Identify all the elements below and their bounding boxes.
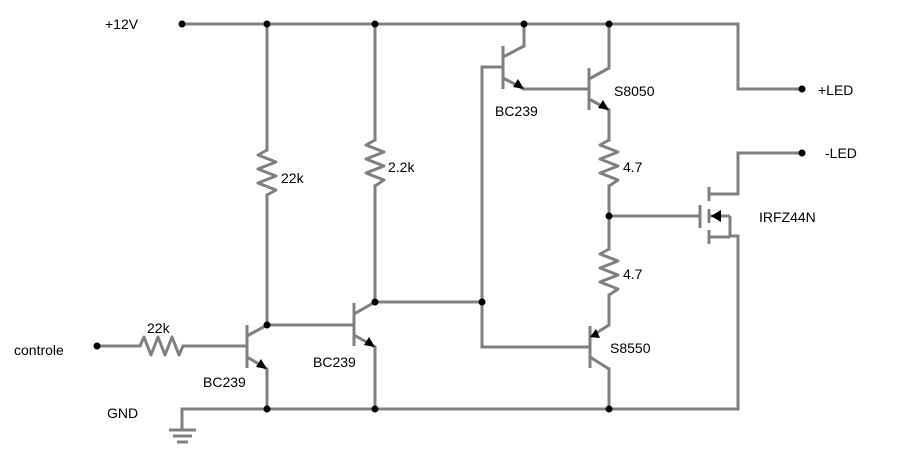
mosfet <box>698 187 738 244</box>
emitter-arrow-icon <box>590 329 600 338</box>
label-q3: BC239 <box>495 103 538 119</box>
emitter-arrow-icon <box>364 337 375 347</box>
transistor-q3 <box>501 44 525 91</box>
label-gnd: GND <box>107 405 138 421</box>
emitter-arrow-icon <box>513 79 524 89</box>
label-q1: BC239 <box>203 374 246 390</box>
transistor-q1 <box>245 323 268 371</box>
resistor-r-top <box>598 138 620 188</box>
wires <box>95 22 804 432</box>
ground-icon <box>169 428 196 444</box>
mosfet-arrow-icon <box>711 210 721 222</box>
label-q2: BC239 <box>313 354 356 370</box>
junction-dots <box>93 20 806 413</box>
label-resistor-r-bottom: 4.7 <box>623 266 643 282</box>
transistor-q4 <box>587 66 610 112</box>
label-resistor-r2: 2.2k <box>388 159 415 175</box>
label-led-minus: -LED <box>825 145 857 161</box>
resistor-r1 <box>256 148 278 197</box>
label-q4: S8050 <box>614 83 655 99</box>
transistor-q2 <box>352 300 376 349</box>
label-resistor-r1: 22k <box>281 170 305 186</box>
resistors <box>138 138 620 357</box>
terminal-control <box>93 342 101 350</box>
label-control: controle <box>14 342 64 358</box>
gnd-rail <box>180 234 740 411</box>
label-resistor-input: 22k <box>147 320 171 336</box>
emitter-arrow-icon <box>256 359 267 369</box>
vcc-rail <box>180 22 804 91</box>
resistor-r2 <box>364 138 386 188</box>
wire-drive-vertical <box>480 65 592 349</box>
terminal-led-minus <box>798 149 806 157</box>
label-q5: S8550 <box>610 340 651 356</box>
resistor-r-bottom <box>598 247 620 297</box>
emitter-arrow-icon <box>598 100 609 110</box>
label-vcc: +12V <box>105 16 139 32</box>
label-resistor-r-top: 4.7 <box>623 159 643 175</box>
terminal-vcc <box>178 20 186 28</box>
label-led-plus: +LED <box>818 82 853 98</box>
transistor-q5 <box>588 323 610 371</box>
label-mosfet: IRFZ44N <box>759 209 816 225</box>
labels: +12V GND controle +LED -LED 22k 22k 2.2k… <box>14 16 857 421</box>
wire-drain <box>707 151 804 196</box>
resistor-input <box>138 335 185 357</box>
terminal-led-plus <box>798 85 806 93</box>
